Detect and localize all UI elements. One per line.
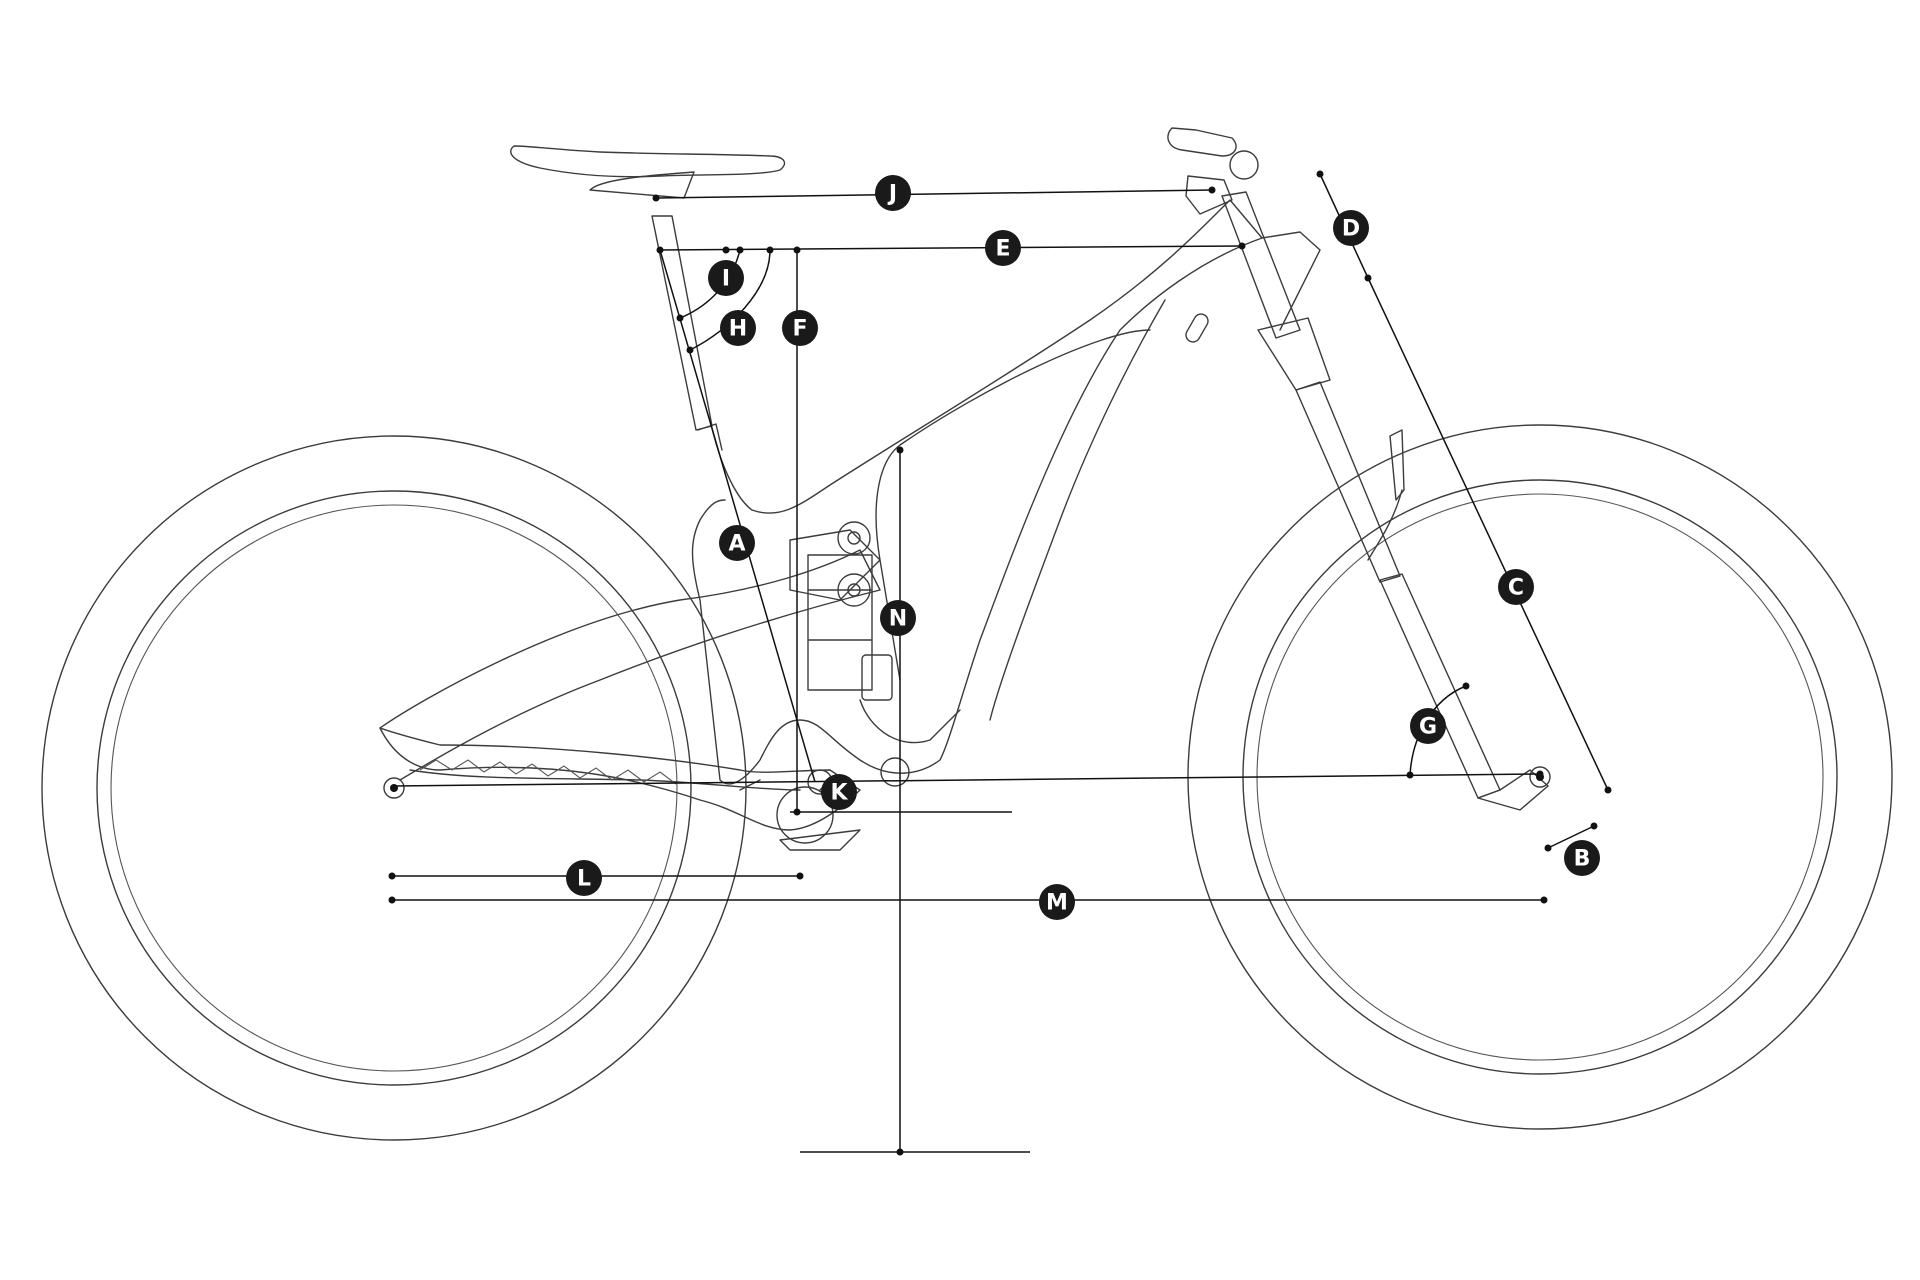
marker-e: E [985, 230, 1021, 266]
marker-b: B [1564, 840, 1600, 876]
svg-text:B: B [1574, 847, 1591, 872]
svg-text:A: A [728, 532, 745, 557]
svg-text:D: D [1342, 217, 1360, 242]
saddle [510, 145, 786, 178]
marker-m: M [1039, 884, 1075, 920]
marker-badges: J E D I H F A N C G K B L M [566, 175, 1600, 920]
marker-l: L [566, 860, 602, 896]
svg-text:J: J [887, 182, 897, 207]
main-frame [691, 199, 1263, 785]
bike-frame [379, 145, 1321, 851]
svg-text:M: M [1046, 891, 1068, 916]
marker-k: K [821, 774, 857, 810]
marker-j: J [875, 175, 911, 211]
marker-n: N [880, 600, 916, 636]
rear-wheel [41, 435, 747, 1141]
marker-a: A [719, 525, 755, 561]
svg-text:C: C [1508, 576, 1524, 601]
handlebar [1167, 127, 1237, 157]
front-end [1167, 127, 1551, 811]
svg-text:N: N [889, 607, 907, 632]
marker-f: F [782, 310, 818, 346]
svg-text:K: K [830, 781, 848, 806]
fork [1295, 381, 1401, 583]
marker-c: C [1498, 569, 1534, 605]
svg-text:H: H [729, 317, 747, 342]
shock [807, 554, 873, 691]
marker-h: H [720, 310, 756, 346]
bottom-bracket [776, 786, 834, 844]
head-tube [1221, 191, 1301, 339]
svg-text:I: I [722, 267, 730, 292]
svg-text:G: G [1419, 715, 1437, 740]
marker-g: G [1410, 708, 1446, 744]
svg-text:E: E [995, 237, 1010, 262]
marker-i: I [708, 260, 744, 296]
svg-text:L: L [577, 867, 591, 892]
svg-text:F: F [792, 317, 807, 342]
dimension-lines [388, 170, 1612, 1156]
marker-d: D [1333, 210, 1369, 246]
